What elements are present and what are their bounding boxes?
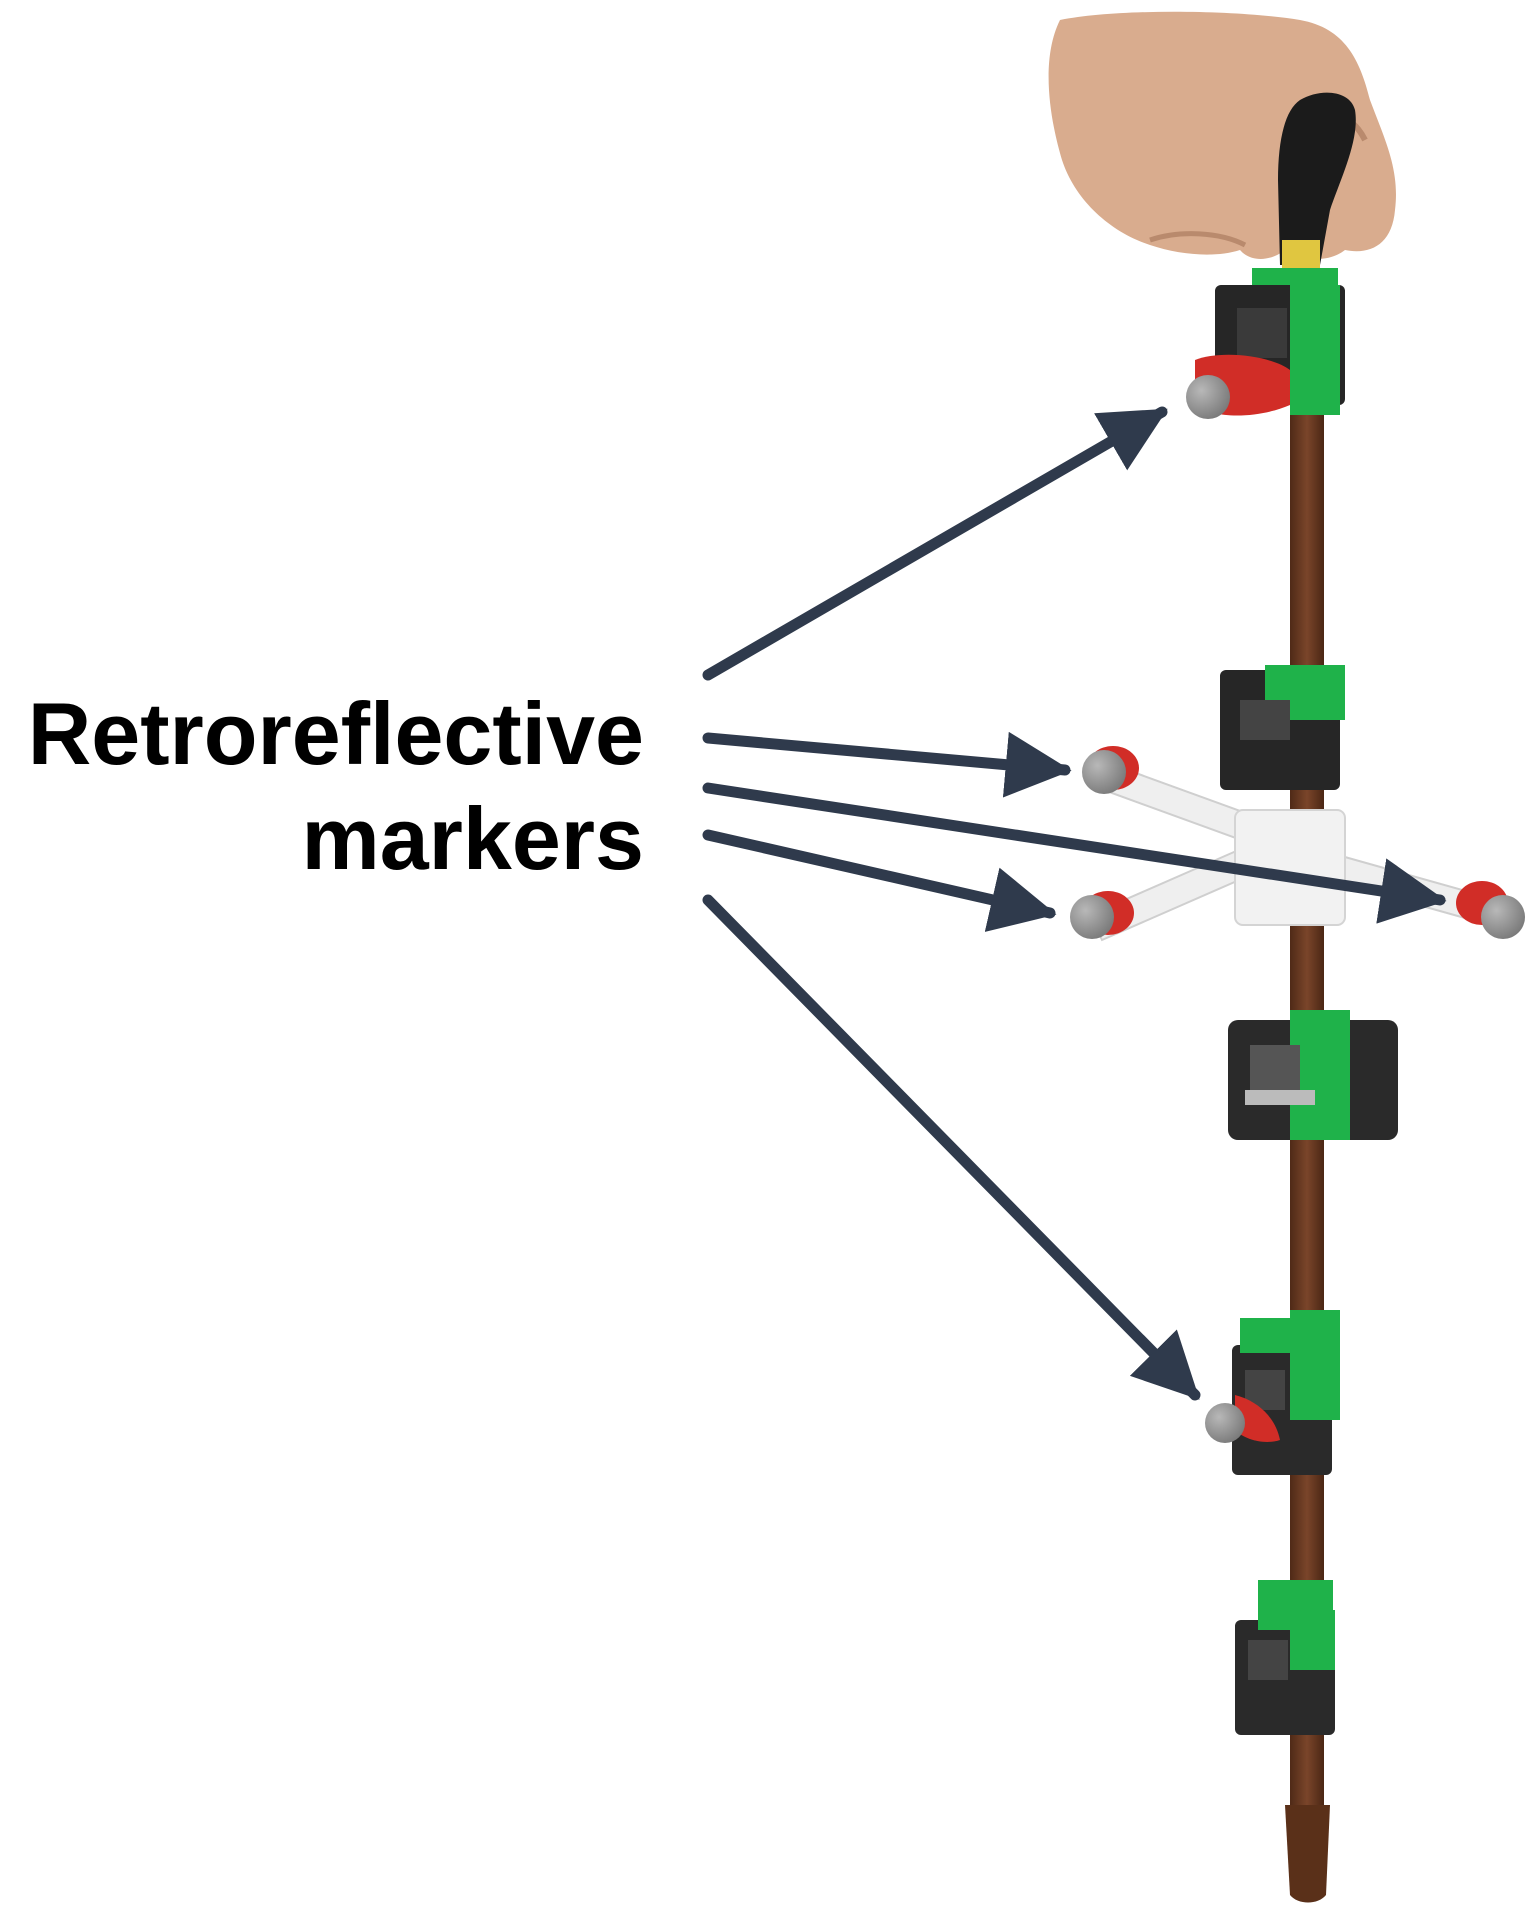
arrow-to-marker-1: [702, 406, 1168, 681]
sensor-clip-2: [1220, 665, 1345, 790]
arrow-to-marker-3: [702, 829, 1057, 932]
retroreflective-marker-3: [1070, 895, 1114, 939]
label-markers: markers: [301, 789, 644, 888]
pointer-arrows: [702, 406, 1447, 1401]
retroreflective-marker-2: [1082, 750, 1126, 794]
arrow-to-marker-5: [702, 894, 1201, 1401]
label-retroreflective: Retroreflective: [27, 684, 644, 783]
retroreflective-marker-1: [1186, 375, 1230, 419]
retroreflective-marker-5: [1205, 1403, 1245, 1443]
cane-tip: [1285, 1805, 1330, 1903]
arrow-to-marker-4: [702, 782, 1447, 924]
arrow-to-marker-2: [702, 731, 1072, 798]
sensor-clip-3: [1228, 1010, 1398, 1140]
sensor-clip-4: [1232, 1310, 1340, 1475]
sensor-clip-5: [1235, 1580, 1335, 1735]
retroreflective-marker-4: [1481, 895, 1525, 939]
